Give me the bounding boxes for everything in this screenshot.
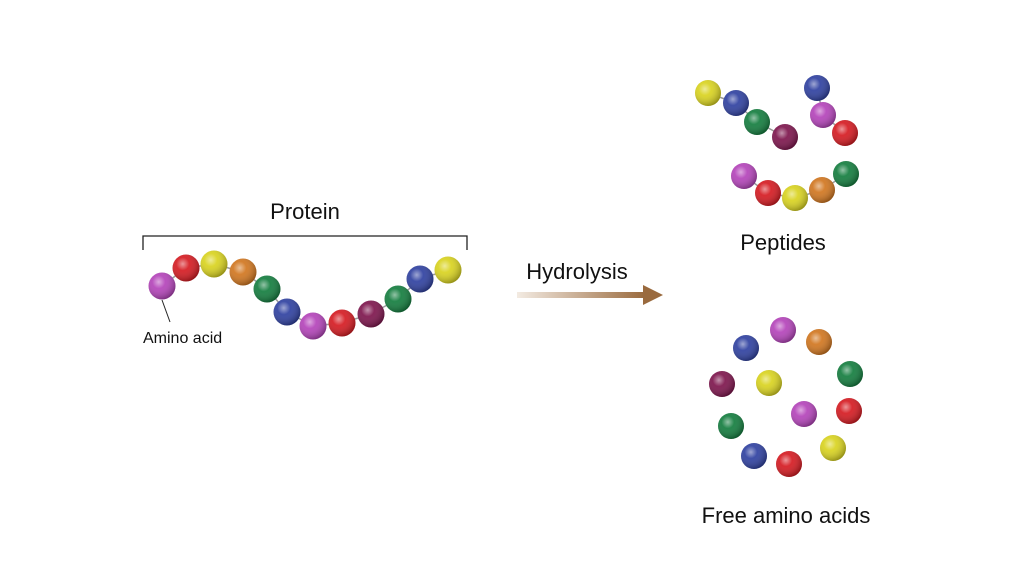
bead-shading <box>299 312 327 340</box>
bead-shading <box>744 109 770 135</box>
bead-shading <box>836 398 862 424</box>
bead-shading <box>756 370 782 396</box>
peptide <box>695 80 798 150</box>
hydrolysis-label: Hydrolysis <box>526 259 627 284</box>
peptide-chains <box>695 75 859 211</box>
bead-shading <box>832 120 858 146</box>
bead-shading <box>434 256 462 284</box>
bead-shading <box>709 371 735 397</box>
amino-acid-pointer <box>161 299 171 323</box>
bead-shading <box>810 102 836 128</box>
amino-acid-label: Amino acid <box>143 330 222 347</box>
bead-shading <box>770 317 796 343</box>
bead-shading <box>809 177 835 203</box>
bead-shading <box>253 275 281 303</box>
bead-shading <box>172 254 200 282</box>
protein-bracket <box>142 235 468 250</box>
free-amino-acids-label: Free amino acids <box>702 503 871 528</box>
bead-shading <box>384 285 412 313</box>
bead-shading <box>731 163 757 189</box>
bead-shading <box>328 309 356 337</box>
bead-shading <box>837 361 863 387</box>
bead-shading <box>806 329 832 355</box>
bead-shading <box>718 413 744 439</box>
peptides-label: Peptides <box>740 230 826 255</box>
peptide <box>731 161 859 211</box>
protein-chain <box>148 250 462 340</box>
bead-shading <box>782 185 808 211</box>
bead-shading <box>820 435 846 461</box>
bead-shading <box>833 161 859 187</box>
bead-shading <box>148 272 176 300</box>
bead-shading <box>741 443 767 469</box>
bead-shading <box>273 298 301 326</box>
bead-shading <box>776 451 802 477</box>
bead-shading <box>229 258 257 286</box>
reaction-arrow <box>517 285 663 305</box>
protein-label: Protein <box>270 199 340 224</box>
bead-shading <box>772 124 798 150</box>
peptide <box>804 75 858 146</box>
bead-shading <box>695 80 721 106</box>
bead-shading <box>200 250 228 278</box>
bead-shading <box>733 335 759 361</box>
bead-shading <box>791 401 817 427</box>
bead-shading <box>755 180 781 206</box>
free-amino-acids-group <box>709 317 863 477</box>
bead-shading <box>357 300 385 328</box>
bead-shading <box>723 90 749 116</box>
bead-shading <box>406 265 434 293</box>
bead-shading <box>804 75 830 101</box>
